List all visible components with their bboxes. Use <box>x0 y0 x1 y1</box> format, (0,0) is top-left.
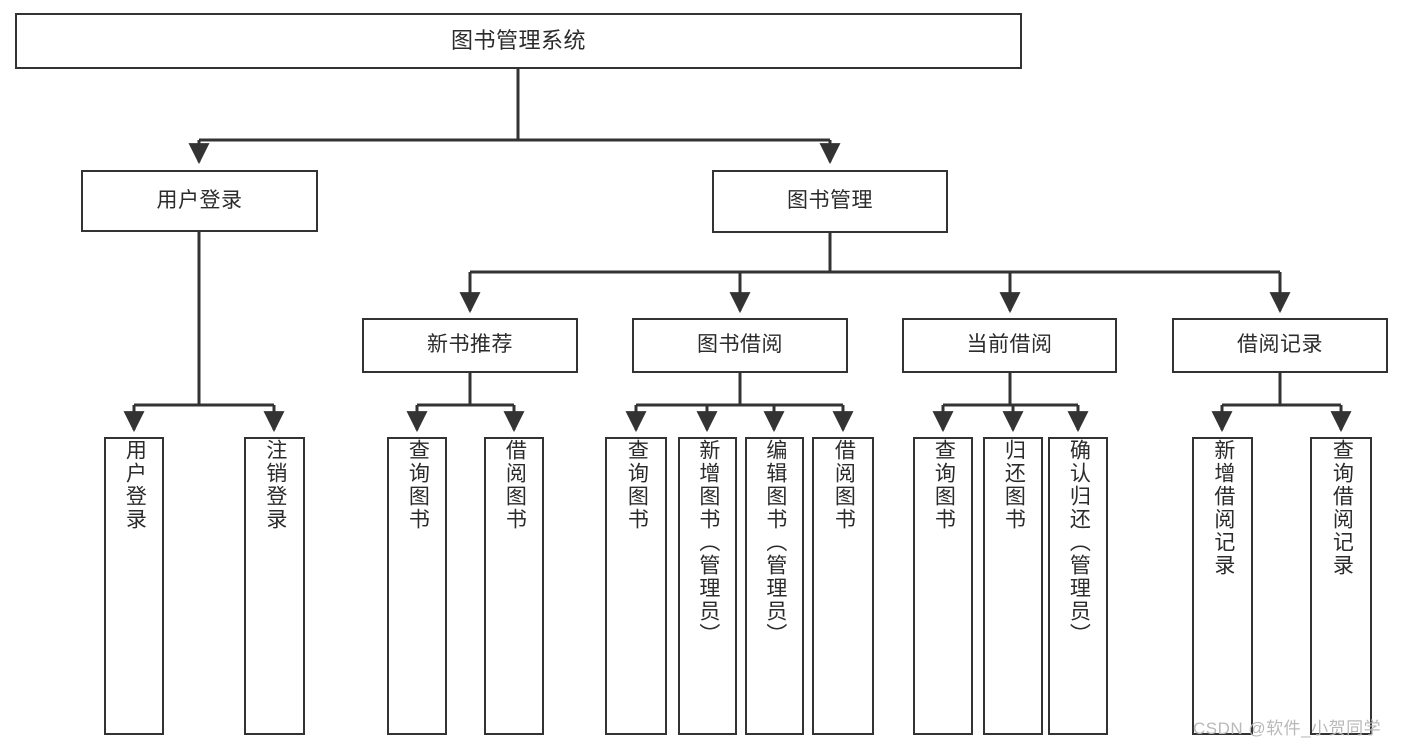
node-label: 查询借阅记录 <box>1330 439 1354 577</box>
node-label: 查询图书 <box>625 439 649 531</box>
node-leaf-add-borrow-record[interactable]: 新增借阅记录 <box>1192 437 1253 735</box>
node-label: 借阅记录 <box>1237 333 1323 357</box>
node-label: 查询图书 <box>406 439 430 531</box>
node-label: 确认归还（管理员） <box>1067 439 1091 646</box>
node-leaf-user-logout[interactable]: 注销登录 <box>244 437 305 735</box>
csdn-watermark: CSDN @软件_小贺同学 <box>1193 719 1382 738</box>
node-leaf-confirm-return-admin[interactable]: 确认归还（管理员） <box>1048 437 1108 735</box>
node-book-borrowing[interactable]: 图书借阅 <box>632 318 848 373</box>
node-borrowing-record[interactable]: 借阅记录 <box>1172 318 1388 373</box>
node-label: 借阅图书 <box>832 439 856 531</box>
node-user-login[interactable]: 用户登录 <box>81 170 318 232</box>
node-label: 新书推荐 <box>427 333 513 357</box>
node-book-management[interactable]: 图书管理 <box>712 170 948 233</box>
node-leaf-query-book-new-rec[interactable]: 查询图书 <box>387 437 447 735</box>
node-label: 归还图书 <box>1002 439 1026 531</box>
node-leaf-borrow-book-new-rec[interactable]: 借阅图书 <box>484 437 544 735</box>
node-current-borrowing[interactable]: 当前借阅 <box>902 318 1117 373</box>
node-leaf-query-book-borrowing[interactable]: 查询图书 <box>605 437 667 735</box>
node-label: 图书借阅 <box>697 333 783 357</box>
node-leaf-add-book-admin[interactable]: 新增图书（管理员） <box>678 437 737 735</box>
node-label: 借阅图书 <box>503 439 527 531</box>
node-label: 新增图书（管理员） <box>696 439 720 646</box>
node-label: 编辑图书（管理员） <box>763 439 787 646</box>
node-label: 用户登录 <box>123 439 147 531</box>
node-label: 注销登录 <box>263 439 287 531</box>
node-leaf-borrow-book-borrowing[interactable]: 借阅图书 <box>812 437 874 735</box>
node-new-book-recommendation[interactable]: 新书推荐 <box>362 318 578 373</box>
node-label: 用户登录 <box>156 188 243 212</box>
node-label: 查询图书 <box>932 439 956 531</box>
node-label: 图书管理 <box>787 189 873 213</box>
node-root-book-management-system[interactable]: 图书管理系统 <box>15 13 1022 69</box>
node-leaf-edit-book-admin[interactable]: 编辑图书（管理员） <box>745 437 804 735</box>
node-leaf-query-borrow-record[interactable]: 查询借阅记录 <box>1310 437 1372 735</box>
node-leaf-return-book[interactable]: 归还图书 <box>983 437 1043 735</box>
node-leaf-user-login[interactable]: 用户登录 <box>104 437 164 735</box>
node-label: 当前借阅 <box>966 333 1053 357</box>
node-label: 新增借阅记录 <box>1211 439 1235 577</box>
node-leaf-query-book-current[interactable]: 查询图书 <box>913 437 973 735</box>
node-label: 图书管理系统 <box>450 28 586 54</box>
